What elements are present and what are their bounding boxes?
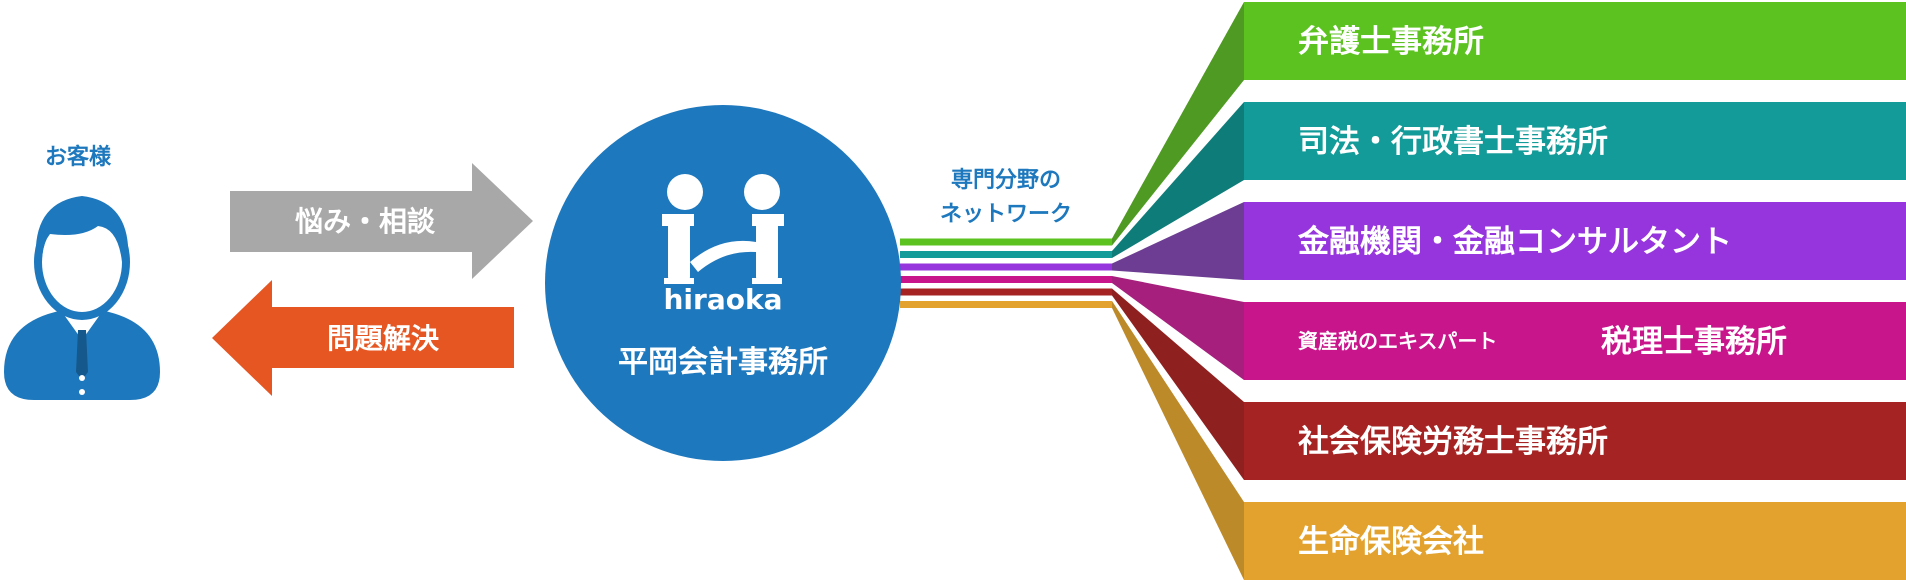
network-line	[900, 238, 1112, 246]
firm-name: 平岡会計事務所	[618, 345, 828, 380]
network-line	[900, 263, 1112, 271]
partner-bar	[1244, 302, 1906, 380]
network-connector	[1112, 276, 1244, 380]
partner-label: 弁護士事務所	[1298, 24, 1484, 60]
consult-arrow	[230, 163, 533, 279]
partner-label: 金融機関・金融コンサルタント	[1297, 224, 1732, 260]
network-connector	[1112, 2, 1244, 246]
firm-circle	[545, 105, 901, 461]
network-lines	[900, 2, 1244, 580]
partner-label: 税理士事務所	[1601, 324, 1787, 360]
network-label-line1: 専門分野の	[951, 168, 1061, 193]
customer-person-icon	[4, 196, 160, 400]
firm-logo-text: hiraoka	[664, 283, 783, 316]
hiraoka-logo-icon	[662, 174, 784, 284]
partner-label: 司法・行政書士事務所	[1298, 124, 1608, 160]
partner-label: 生命保険会社	[1298, 524, 1484, 560]
partner-label: 社会保険労務士事務所	[1298, 424, 1608, 460]
partner-bar	[1244, 502, 1906, 580]
network-line	[900, 251, 1112, 258]
network-connector	[1112, 102, 1244, 258]
partner-bar	[1244, 202, 1906, 280]
solve-arrow-label: 問題解決	[327, 322, 440, 355]
network-line	[900, 276, 1112, 283]
network-label-line2: ネットワーク	[940, 202, 1072, 227]
network-connector	[1112, 288, 1244, 480]
partner-bar	[1244, 2, 1906, 80]
consult-arrow-label: 悩み・相談	[295, 205, 436, 238]
network-connector	[1112, 301, 1244, 580]
partner-prefix: 資産税のエキスパート	[1298, 329, 1497, 353]
network-connector	[1112, 202, 1244, 280]
partner-bars: 弁護士事務所司法・行政書士事務所金融機関・金融コンサルタント資産税のエキスパート…	[1244, 2, 1906, 580]
partner-bar	[1244, 102, 1906, 180]
customer-label: お客様	[45, 144, 112, 170]
network-line	[900, 288, 1112, 296]
partner-bar	[1244, 402, 1906, 480]
solve-arrow	[212, 280, 514, 396]
network-line	[900, 301, 1112, 308]
